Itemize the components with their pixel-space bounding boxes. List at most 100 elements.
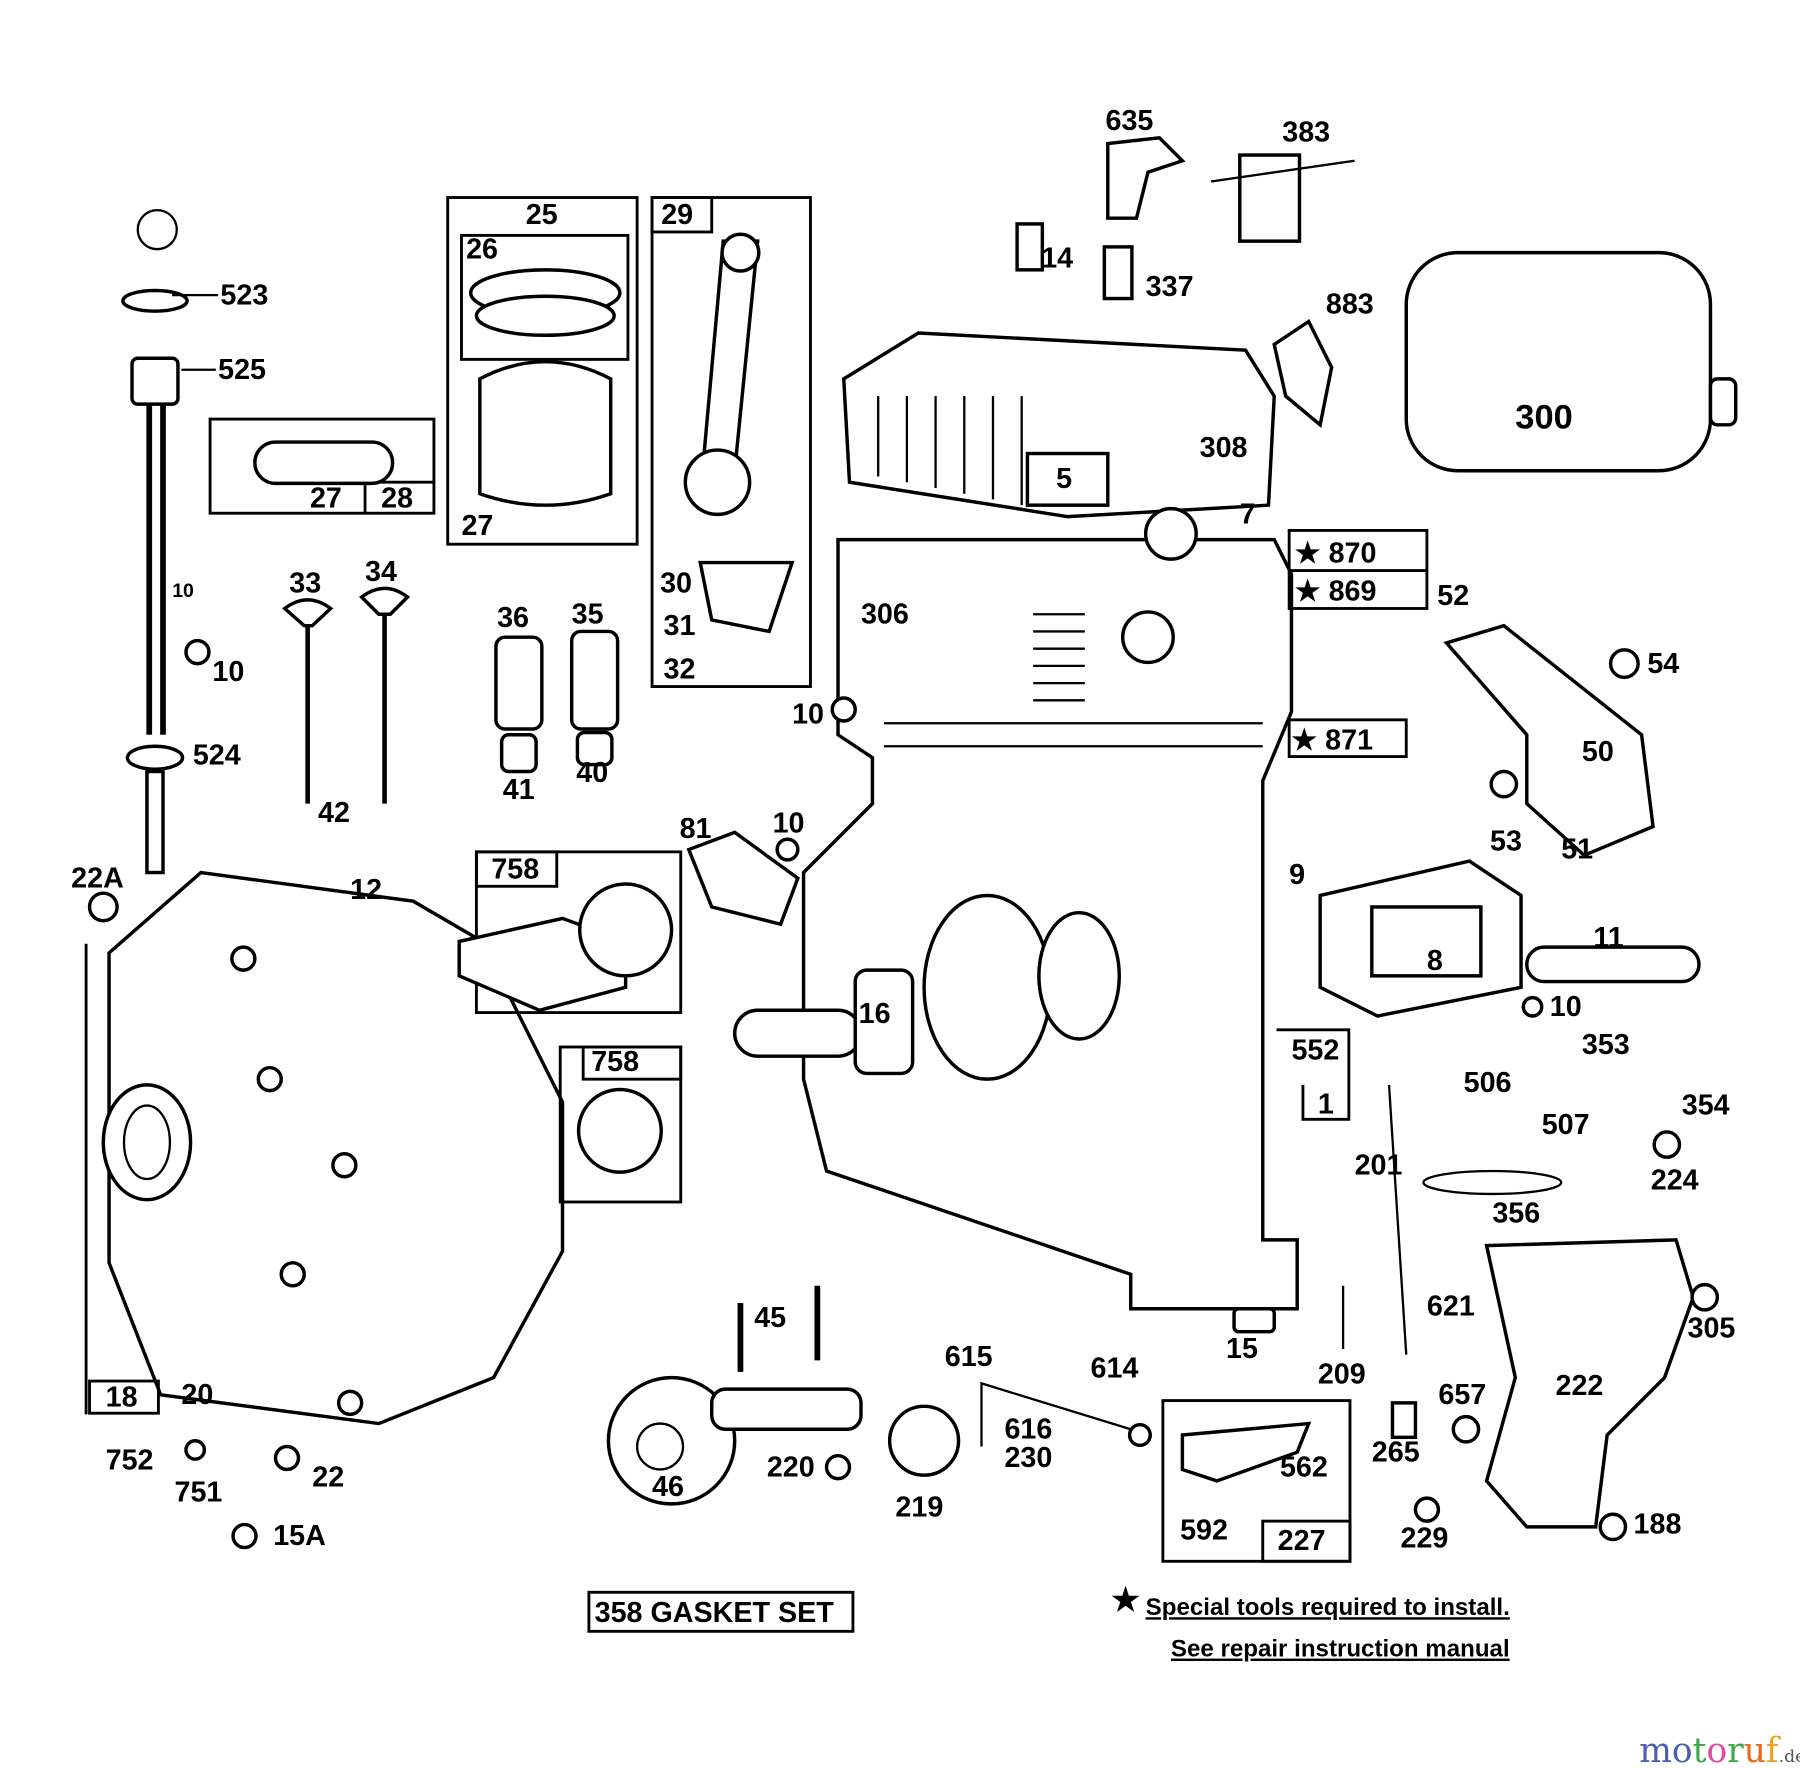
callout-337: 337 (1146, 271, 1194, 303)
callout-562: 562 (1280, 1451, 1328, 1483)
callout-870: ★ 870 (1295, 538, 1377, 570)
callout-308: 308 (1200, 432, 1248, 464)
callout-524: 524 (193, 740, 241, 772)
crankcase-cover (107, 870, 565, 1426)
callout-621: 621 (1427, 1291, 1475, 1323)
svg-text:358 GASKET SET: 358 GASKET SET (595, 1597, 835, 1629)
callout-36: 36 (497, 602, 529, 634)
dipstick-tube (121, 209, 219, 875)
callout-300: 300 (1515, 398, 1572, 436)
callout-616: 616 (1004, 1413, 1052, 1445)
callout-507: 507 (1542, 1109, 1590, 1141)
callout-592: 592 (1180, 1514, 1228, 1546)
callout-229: 229 (1401, 1523, 1449, 1555)
callout-11: 11 (1593, 922, 1623, 954)
callout-758: 758 (491, 853, 539, 885)
callout-869: ★ 869 (1295, 575, 1377, 607)
callout-12: 12 (350, 874, 382, 906)
callout-53: 53 (1490, 826, 1522, 858)
callout-383: 383 (1282, 116, 1330, 148)
valve-springs (494, 629, 620, 774)
callout-201: 201 (1355, 1149, 1403, 1181)
connecting-rod-box (650, 196, 812, 688)
callout-10: 10 (1550, 991, 1582, 1023)
special-tools-note: ★ Special tools required to install. See… (1111, 1582, 1510, 1663)
governor-lever-box (1161, 1399, 1352, 1563)
callout-22A: 22A (71, 862, 124, 894)
callout-20: 20 (181, 1379, 213, 1411)
intake-elbow (1443, 623, 1655, 858)
callout-26: 26 (466, 233, 498, 265)
callout-46: 46 (652, 1471, 684, 1503)
callout-506: 506 (1464, 1067, 1512, 1099)
callout-29: 29 (661, 199, 693, 231)
callout-1: 1 (1318, 1089, 1334, 1121)
callout-615: 615 (945, 1341, 993, 1373)
callout-28: 28 (381, 482, 413, 514)
callout-35: 35 (572, 598, 604, 630)
callout-752: 752 (106, 1444, 154, 1476)
spark-plug-boot (1106, 136, 1186, 220)
callout-25: 25 (526, 199, 558, 231)
callout-8: 8 (1427, 945, 1443, 977)
callout-31: 31 (664, 610, 696, 642)
callout-16: 16 (859, 998, 891, 1030)
crankshaft (732, 893, 1121, 1081)
note-line-2: See repair instruction manual (1171, 1636, 1510, 1663)
callout-188: 188 (1634, 1509, 1682, 1541)
muffler (1404, 250, 1713, 473)
callout-230: 230 (1004, 1442, 1052, 1474)
callout-54: 54 (1647, 648, 1679, 680)
callout-552: 552 (1291, 1035, 1339, 1067)
callout-32: 32 (664, 654, 696, 686)
callout-51: 51 (1561, 834, 1593, 866)
callout-41: 41 (503, 774, 535, 806)
callout-22: 22 (312, 1462, 344, 1494)
callout-10: 10 (212, 656, 244, 688)
exhaust-gasket (1272, 318, 1334, 428)
balance-gear-box-upper (474, 850, 683, 1015)
callout-219: 219 (895, 1492, 943, 1524)
callout-33: 33 (289, 567, 321, 599)
callout-227: 227 (1278, 1525, 1326, 1557)
cylinder-head (841, 331, 1276, 519)
callout-10: 10 (792, 698, 824, 730)
callout-14: 14 (1041, 243, 1073, 275)
callout-52: 52 (1437, 580, 1469, 612)
valves (281, 586, 411, 804)
callout-40: 40 (576, 757, 608, 789)
gasket-set-label: 358 GASKET SET (587, 1590, 855, 1633)
callout-9: 9 (1289, 859, 1305, 891)
callout-356: 356 (1492, 1198, 1540, 1230)
callout-224: 224 (1651, 1164, 1699, 1196)
note-line-1: Special tools required to install. (1146, 1594, 1510, 1621)
callout-523: 523 (220, 279, 268, 311)
callout-5: 5 (1056, 463, 1072, 495)
callout-614: 614 (1091, 1353, 1139, 1385)
callout-222: 222 (1555, 1370, 1603, 1402)
callout-34: 34 (365, 556, 397, 588)
cylinder-block (801, 537, 1299, 1311)
callout-18: 18 (106, 1381, 138, 1413)
star-icon: ★ (1111, 1582, 1140, 1618)
callout-10: 10 (773, 807, 805, 839)
callout-50: 50 (1582, 736, 1614, 768)
callout-27: 27 (310, 482, 342, 514)
callout-306: 306 (861, 598, 909, 630)
motoruf-watermark-logo: motoruf.de (1639, 1731, 1800, 1768)
callout-883: 883 (1326, 288, 1374, 320)
callout-220: 220 (767, 1451, 815, 1483)
callout-45: 45 (754, 1302, 786, 1334)
callout-305: 305 (1688, 1312, 1736, 1344)
callout-353: 353 (1582, 1029, 1630, 1061)
callout-871: ★ 871 (1291, 725, 1373, 757)
control-bracket (1484, 1238, 1696, 1529)
callout-15: 15 (1226, 1333, 1258, 1365)
callout-30: 30 (660, 567, 692, 599)
callout-635: 635 (1105, 105, 1153, 137)
callout-751: 751 (174, 1477, 222, 1509)
callout-354: 354 (1682, 1090, 1730, 1122)
callout-15A: 15A (273, 1520, 326, 1552)
callout-10: 10 (172, 580, 194, 602)
